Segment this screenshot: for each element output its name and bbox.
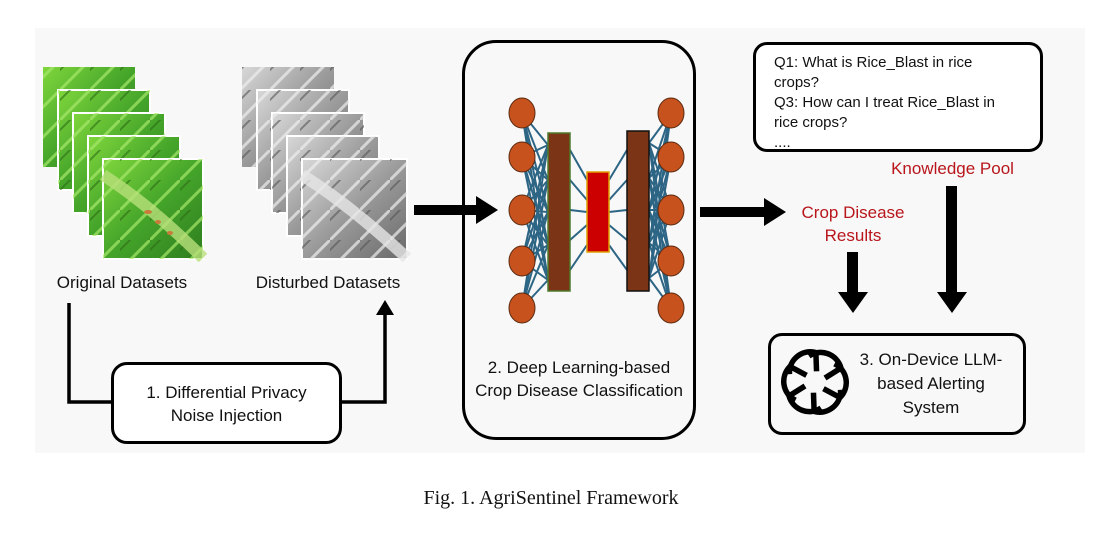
output-node	[657, 245, 685, 277]
network-edge	[569, 179, 588, 201]
input-node	[508, 292, 536, 324]
network-edge	[569, 209, 588, 213]
connector-noise-to-disturbed	[340, 312, 387, 404]
crop-disease-results-line1: Crop Disease	[801, 203, 905, 222]
network-edge	[608, 149, 628, 181]
figure-caption: Fig. 1. AgriSentinel Framework	[423, 487, 679, 509]
arrow-to-results	[700, 198, 786, 226]
knowledge-pool-text: Q1: What is Rice_Blast in rice crops? Q3…	[774, 53, 1036, 153]
classifier-title-line2: Crop Disease Classification	[475, 381, 683, 400]
knowledge-line: ....	[774, 134, 791, 151]
disturbed-dataset-stack	[242, 67, 412, 263]
network-edge	[648, 177, 672, 309]
network-edge	[521, 144, 549, 309]
crop-disease-results-line2: Results	[824, 226, 882, 245]
arrow-knowledge-to-llm	[937, 186, 967, 313]
original-datasets-label: Original Datasets	[56, 273, 188, 292]
network-bottleneck-layer	[586, 171, 610, 253]
openai-logo-icon	[781, 349, 849, 415]
output-node	[657, 141, 685, 173]
output-node	[657, 97, 685, 129]
network-edge	[569, 149, 588, 181]
llm-alerting-title-line1: 3. On-Device LLM-	[859, 350, 1003, 369]
network-edge	[569, 244, 588, 271]
grey-image-front	[298, 158, 412, 263]
network-edge	[608, 179, 628, 201]
network-edge	[569, 224, 588, 241]
noise-injection-title-line1: 1. Differential Privacy	[146, 383, 307, 402]
network-edge	[608, 244, 628, 271]
knowledge-line: Q3: How can I treat Rice_Blast in	[774, 94, 995, 111]
arrowhead-up	[376, 300, 394, 315]
knowledge-pool-label: Knowledge Pool	[891, 159, 1014, 178]
classifier-box	[462, 40, 696, 440]
llm-alerting-title-line3: System	[902, 398, 960, 417]
network-edge	[521, 179, 549, 309]
knowledge-line: Q1: What is Rice_Blast in rice	[774, 54, 973, 71]
leaf-image-front	[99, 158, 208, 263]
input-node	[508, 245, 536, 277]
llm-alerting-box	[768, 333, 1026, 435]
output-node	[657, 292, 685, 324]
network-edge	[521, 144, 549, 262]
original-dataset-stack	[43, 67, 208, 263]
noise-injection-box	[111, 362, 342, 444]
network-edge	[608, 224, 628, 241]
llm-alerting-title-line2: based Alerting	[877, 374, 985, 393]
classifier-title-line1: 2. Deep Learning-based	[487, 358, 671, 377]
neural-network-graphic	[508, 97, 685, 324]
output-node	[657, 194, 685, 226]
knowledge-line: crops?	[774, 74, 820, 91]
knowledge-line: rice crops?	[774, 114, 848, 131]
noise-injection-title-line2: Noise Injection	[170, 406, 283, 425]
arrow-to-classifier	[414, 196, 498, 224]
arrow-results-to-llm	[838, 252, 868, 313]
network-layer	[547, 132, 571, 292]
disturbed-datasets-label: Disturbed Datasets	[255, 273, 401, 292]
network-edge	[608, 209, 628, 213]
knowledge-pool-box	[753, 42, 1043, 152]
connector-original-to-noise	[67, 303, 112, 404]
input-node	[508, 194, 536, 226]
input-node	[508, 141, 536, 173]
network-layer	[626, 130, 650, 292]
input-node	[508, 97, 536, 129]
